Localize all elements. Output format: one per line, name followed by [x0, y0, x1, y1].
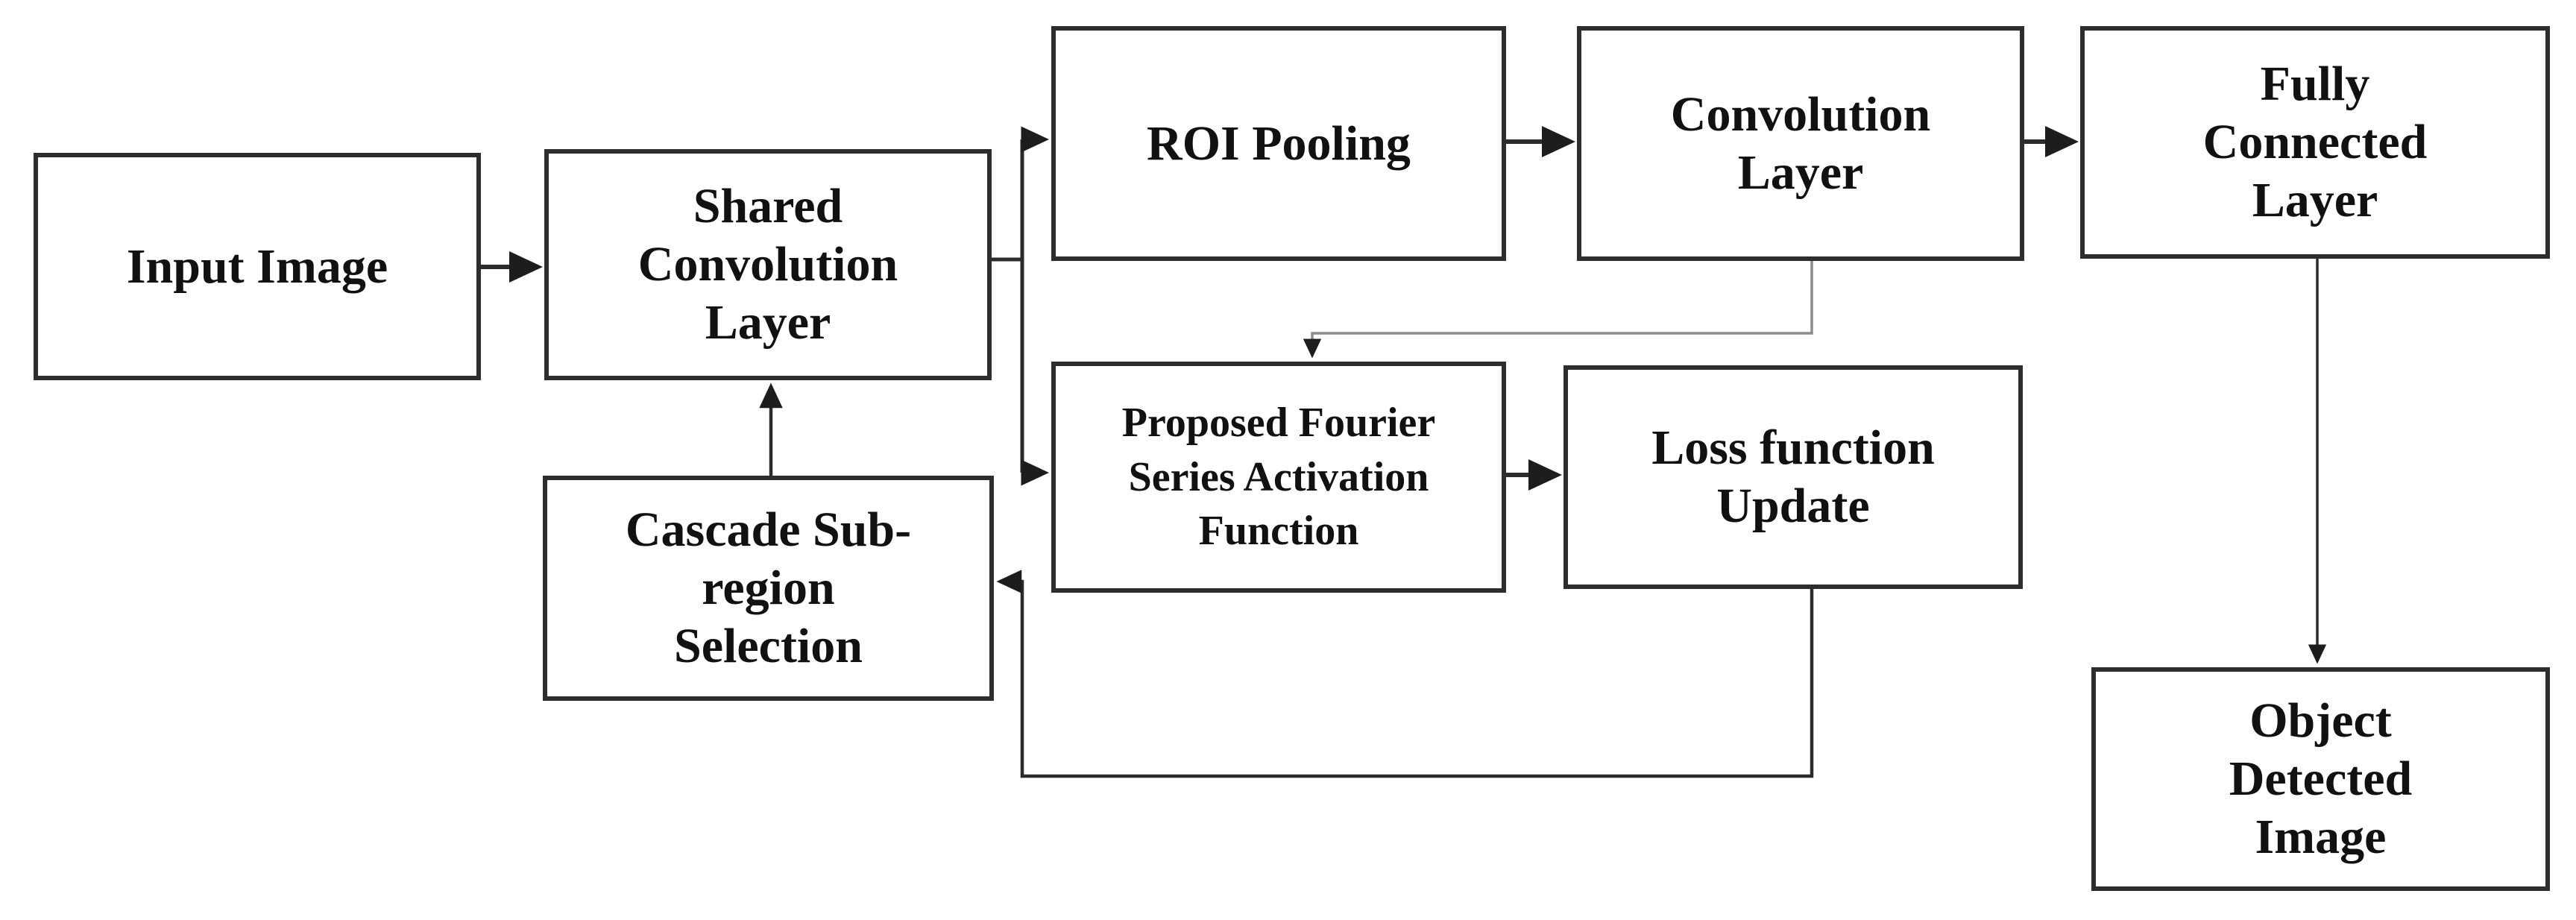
- node-loss-function-update: Loss function Update: [1563, 365, 2023, 589]
- node-roi-pooling: ROI Pooling: [1051, 26, 1506, 261]
- node-shared-convolution-layer: Shared Convolution Layer: [544, 149, 992, 380]
- node-cascade-subregion-selection: Cascade Sub- region Selection: [543, 476, 994, 701]
- arrow-conv-to-fourier: [1303, 261, 1813, 359]
- node-input-image: Input Image: [34, 153, 481, 380]
- node-object-detected-image: Object Detected Image: [2091, 667, 2550, 891]
- node-convolution-layer: Convolution Layer: [1577, 26, 2024, 261]
- node-fully-connected-layer: Fully Connected Layer: [2080, 26, 2550, 259]
- arrow-loss-to-cascade: [996, 570, 1814, 778]
- node-fourier-series-activation-function: Proposed Fourier Series Activation Funct…: [1051, 362, 1506, 593]
